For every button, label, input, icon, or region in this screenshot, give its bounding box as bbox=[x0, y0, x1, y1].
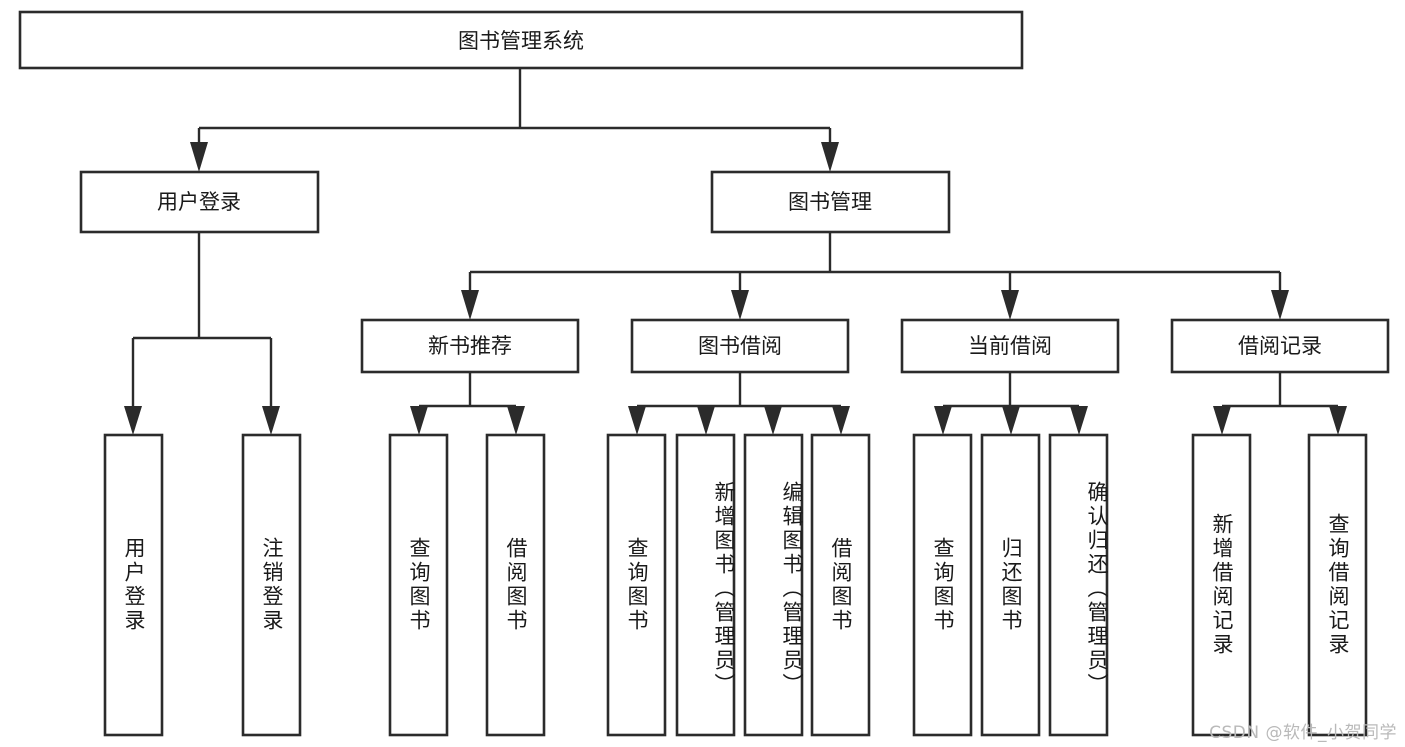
arrow-head-bookborrow-leaf-1 bbox=[628, 406, 646, 435]
leaf-box-borrow-query[interactable] bbox=[606, 433, 667, 737]
leaf-box-current-return[interactable] bbox=[980, 433, 1041, 737]
node-root-label: 图书管理系统 bbox=[458, 29, 584, 53]
arrow-head-currentborrow-leaf-3 bbox=[1070, 406, 1088, 435]
node-borrow-record-label: 借阅记录 bbox=[1238, 334, 1322, 358]
arrow-head-user-login bbox=[190, 142, 208, 172]
node-book-management-box[interactable] bbox=[710, 170, 951, 234]
arrow-head-bookborrow-leaf-4 bbox=[832, 406, 850, 435]
leaf-box-current-confirm[interactable] bbox=[1048, 433, 1109, 737]
node-book-borrow-box[interactable] bbox=[630, 318, 850, 374]
csdn-watermark: CSDN @软件_小贺同学 bbox=[1209, 723, 1397, 743]
connectors-layer bbox=[124, 68, 1347, 435]
arrow-head-currentborrow-leaf-2 bbox=[1002, 406, 1020, 435]
node-current-borrow-box[interactable] bbox=[900, 318, 1120, 374]
leaf-box-borrow-edit[interactable] bbox=[743, 433, 804, 737]
leaf-box-logout[interactable] bbox=[241, 433, 302, 737]
node-new-book-recommend-box[interactable] bbox=[360, 318, 580, 374]
leaf-box-record-query[interactable] bbox=[1307, 433, 1368, 737]
arrow-head-new-book bbox=[461, 290, 479, 320]
arrow-head-bookborrow-leaf-3 bbox=[764, 406, 782, 435]
arrow-head-book-mgmt bbox=[821, 142, 839, 172]
arrow-head-currentborrow-leaf-1 bbox=[934, 406, 952, 435]
nodes-layer: 图书管理系统 用户登录 图书管理 新书推荐 图书借阅 当前借阅 借阅记录 bbox=[18, 10, 1390, 737]
arrow-head-newbook-leaf-2 bbox=[507, 406, 525, 435]
leaf-box-newbook-borrow[interactable] bbox=[485, 433, 546, 737]
arrow-head-book-borrow bbox=[731, 290, 749, 320]
node-book-management-label: 图书管理 bbox=[788, 190, 872, 214]
node-new-book-recommend-label: 新书推荐 bbox=[428, 334, 512, 358]
leaf-box-newbook-query[interactable] bbox=[388, 433, 449, 737]
arrow-head-current-borrow bbox=[1001, 290, 1019, 320]
node-borrow-record-box[interactable] bbox=[1170, 318, 1390, 374]
arrow-head-borrowrecord-leaf-1 bbox=[1213, 406, 1231, 435]
leaf-box-user-login[interactable] bbox=[103, 433, 164, 737]
arrow-head-borrowrecord-leaf-2 bbox=[1329, 406, 1347, 435]
node-current-borrow-label: 当前借阅 bbox=[968, 334, 1052, 358]
node-root-box[interactable] bbox=[18, 10, 1024, 70]
leaf-box-record-add[interactable] bbox=[1191, 433, 1252, 737]
arrow-head-leaf-logout bbox=[262, 406, 280, 435]
arrow-head-newbook-leaf-1 bbox=[410, 406, 428, 435]
node-book-borrow-label: 图书借阅 bbox=[698, 334, 782, 358]
arrow-head-bookborrow-leaf-2 bbox=[697, 406, 715, 435]
arrow-head-leaf-user-login bbox=[124, 406, 142, 435]
arrow-head-borrow-record bbox=[1271, 290, 1289, 320]
leaf-box-current-query[interactable] bbox=[912, 433, 973, 737]
node-user-login-box[interactable] bbox=[79, 170, 320, 234]
leaf-box-borrow-add[interactable] bbox=[675, 433, 736, 737]
leaf-box-borrow-lend[interactable] bbox=[810, 433, 871, 737]
node-user-login-label: 用户登录 bbox=[157, 190, 241, 214]
